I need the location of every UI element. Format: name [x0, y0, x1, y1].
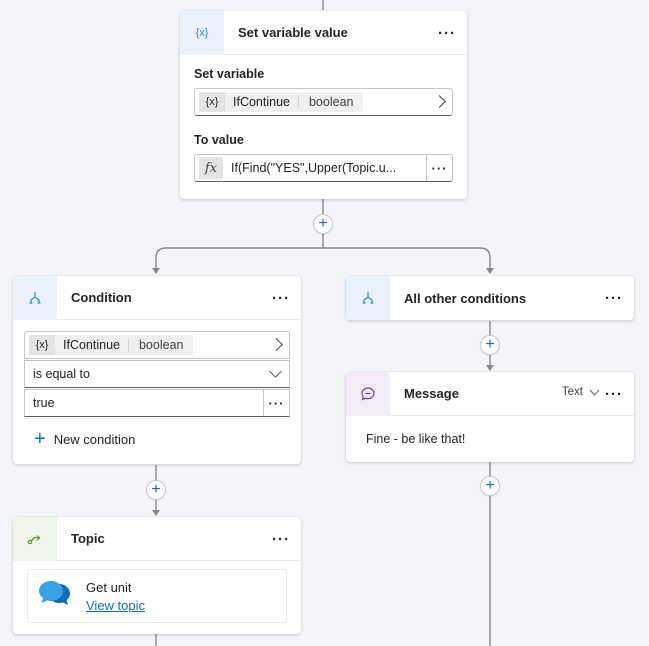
chevron-right-icon[interactable] — [270, 338, 283, 351]
new-condition-button[interactable]: + New condition — [34, 429, 290, 449]
condition-value: true — [33, 396, 55, 410]
plus-icon: + — [34, 428, 46, 450]
set-variable-node[interactable]: {x} Set variable value ··· Set variable … — [180, 10, 467, 199]
view-topic-link[interactable]: View topic — [86, 597, 146, 613]
other-conditions-node[interactable]: All other conditions ··· — [346, 276, 634, 320]
new-condition-label: New condition — [53, 431, 136, 447]
topic-node[interactable]: Topic ··· Get unit View topic — [13, 516, 301, 634]
add-node-button[interactable]: + — [480, 335, 500, 355]
variable-name: IfContinue — [233, 95, 290, 109]
chat-bubbles-icon — [38, 578, 72, 615]
other-conditions-header: All other conditions ··· — [346, 276, 634, 320]
node-title: All other conditions — [404, 290, 527, 306]
variable-type: boolean — [297, 95, 364, 109]
topic-card[interactable]: Get unit View topic — [27, 569, 287, 623]
message-header: Message Text ··· — [346, 371, 634, 416]
add-node-button[interactable]: + — [480, 476, 500, 496]
more-options-icon[interactable]: ··· — [426, 155, 452, 181]
set-variable-header: {x} Set variable value ··· — [180, 10, 467, 55]
variable-name: IfContinue — [63, 338, 120, 352]
more-options-icon[interactable]: ··· — [605, 385, 623, 403]
node-title: Topic — [71, 531, 105, 546]
set-variable-label: Set variable — [194, 67, 265, 81]
add-node-button[interactable]: + — [146, 480, 166, 500]
condition-value-input[interactable]: true ··· — [24, 389, 290, 417]
operator-dropdown[interactable]: is equal to — [24, 360, 290, 388]
branch-icon — [13, 275, 57, 320]
variable-icon: {x} — [29, 335, 55, 355]
to-value-label: To value — [194, 133, 244, 147]
chevron-down-icon — [269, 365, 282, 378]
formula-field[interactable]: fx If(Find("YES",Upper(Topic.u... ··· — [194, 154, 453, 182]
variable-chip: {x} IfContinue boolean — [199, 92, 364, 112]
formula-icon: fx — [199, 157, 223, 179]
chevron-down-icon — [589, 385, 600, 395]
redirect-icon — [13, 516, 57, 561]
more-options-icon[interactable]: ··· — [272, 530, 290, 548]
variable-chip: {x} IfContinue boolean — [29, 335, 194, 355]
topic-header: Topic ··· — [13, 516, 301, 561]
formula-text: If(Find("YES",Upper(Topic.u... — [231, 161, 397, 175]
more-options-icon[interactable]: ··· — [605, 289, 623, 307]
add-node-button[interactable]: + — [313, 214, 333, 234]
variable-icon: {x} — [199, 92, 225, 112]
condition-header: Condition ··· — [13, 275, 301, 320]
message-type-label: Text — [561, 386, 583, 398]
variable-type: boolean — [127, 338, 194, 352]
node-title: Condition — [71, 290, 132, 305]
variable-icon: {x} — [180, 10, 224, 55]
variable-icon-glyph: {x} — [195, 26, 209, 39]
node-title: Set variable value — [238, 25, 348, 40]
topic-name: Get unit — [86, 579, 132, 595]
branch-icon — [346, 276, 390, 320]
more-options-icon[interactable]: ··· — [263, 390, 289, 416]
more-options-icon[interactable]: ··· — [438, 24, 456, 42]
condition-node[interactable]: Condition ··· {x} IfContinue boolean is … — [13, 275, 301, 464]
message-node[interactable]: Message Text ··· Fine - be like that! — [346, 371, 634, 462]
condition-variable-picker[interactable]: {x} IfContinue boolean — [24, 331, 290, 359]
operator-value: is equal to — [33, 367, 90, 381]
node-title: Message — [404, 386, 459, 401]
message-text[interactable]: Fine - be like that! — [366, 432, 466, 446]
chevron-right-icon[interactable] — [433, 95, 446, 108]
message-type-dropdown[interactable]: Text — [561, 385, 600, 398]
more-options-icon[interactable]: ··· — [272, 289, 290, 307]
variable-picker[interactable]: {x} IfContinue boolean — [194, 88, 453, 116]
message-icon — [346, 371, 390, 416]
